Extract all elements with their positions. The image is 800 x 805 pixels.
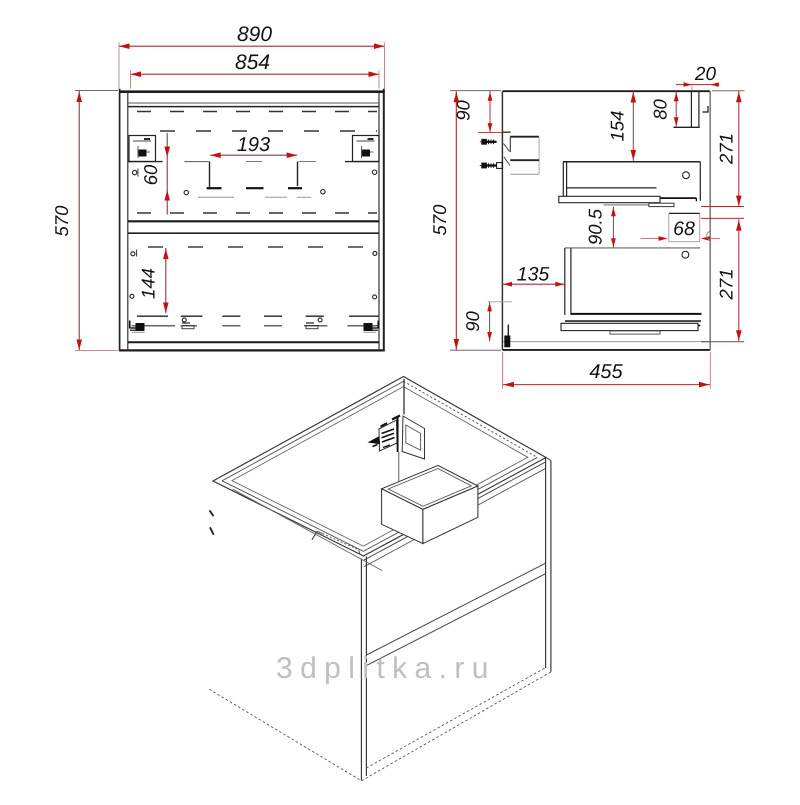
- svg-text:271: 271: [716, 269, 737, 301]
- svg-text:854: 854: [235, 51, 270, 74]
- svg-text:455: 455: [589, 361, 623, 383]
- svg-text:3dplitka.ru: 3dplitka.ru: [276, 652, 496, 685]
- svg-text:193: 193: [237, 134, 270, 156]
- svg-text:154: 154: [607, 111, 628, 142]
- svg-text:90: 90: [462, 311, 483, 332]
- svg-text:144: 144: [138, 268, 159, 299]
- svg-text:570: 570: [51, 205, 72, 237]
- svg-text:135: 135: [517, 264, 550, 286]
- svg-text:90.5: 90.5: [585, 208, 606, 245]
- svg-text:271: 271: [716, 133, 737, 165]
- svg-text:570: 570: [429, 204, 450, 236]
- svg-text:20: 20: [694, 64, 717, 85]
- svg-text:90: 90: [453, 100, 474, 121]
- svg-text:68: 68: [673, 218, 695, 240]
- svg-text:80: 80: [650, 99, 671, 120]
- svg-text:60: 60: [140, 164, 161, 185]
- svg-text:890: 890: [237, 23, 272, 46]
